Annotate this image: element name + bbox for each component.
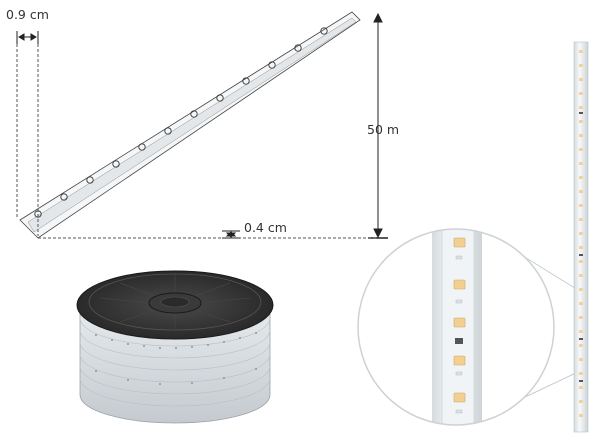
length-dimension-label: 50 m (367, 122, 400, 137)
zoom-circle-detail (357, 228, 555, 426)
diagonal-strip (19, 11, 361, 239)
led-strip-straight-image (573, 41, 589, 433)
height-dimension-label: 0.4 cm (244, 220, 287, 235)
led-strip-reel-image (76, 270, 274, 424)
zoom-connector (522, 255, 579, 399)
width-dimension-label: 0.9 cm (6, 7, 49, 22)
dimension-lines (16, 12, 388, 239)
